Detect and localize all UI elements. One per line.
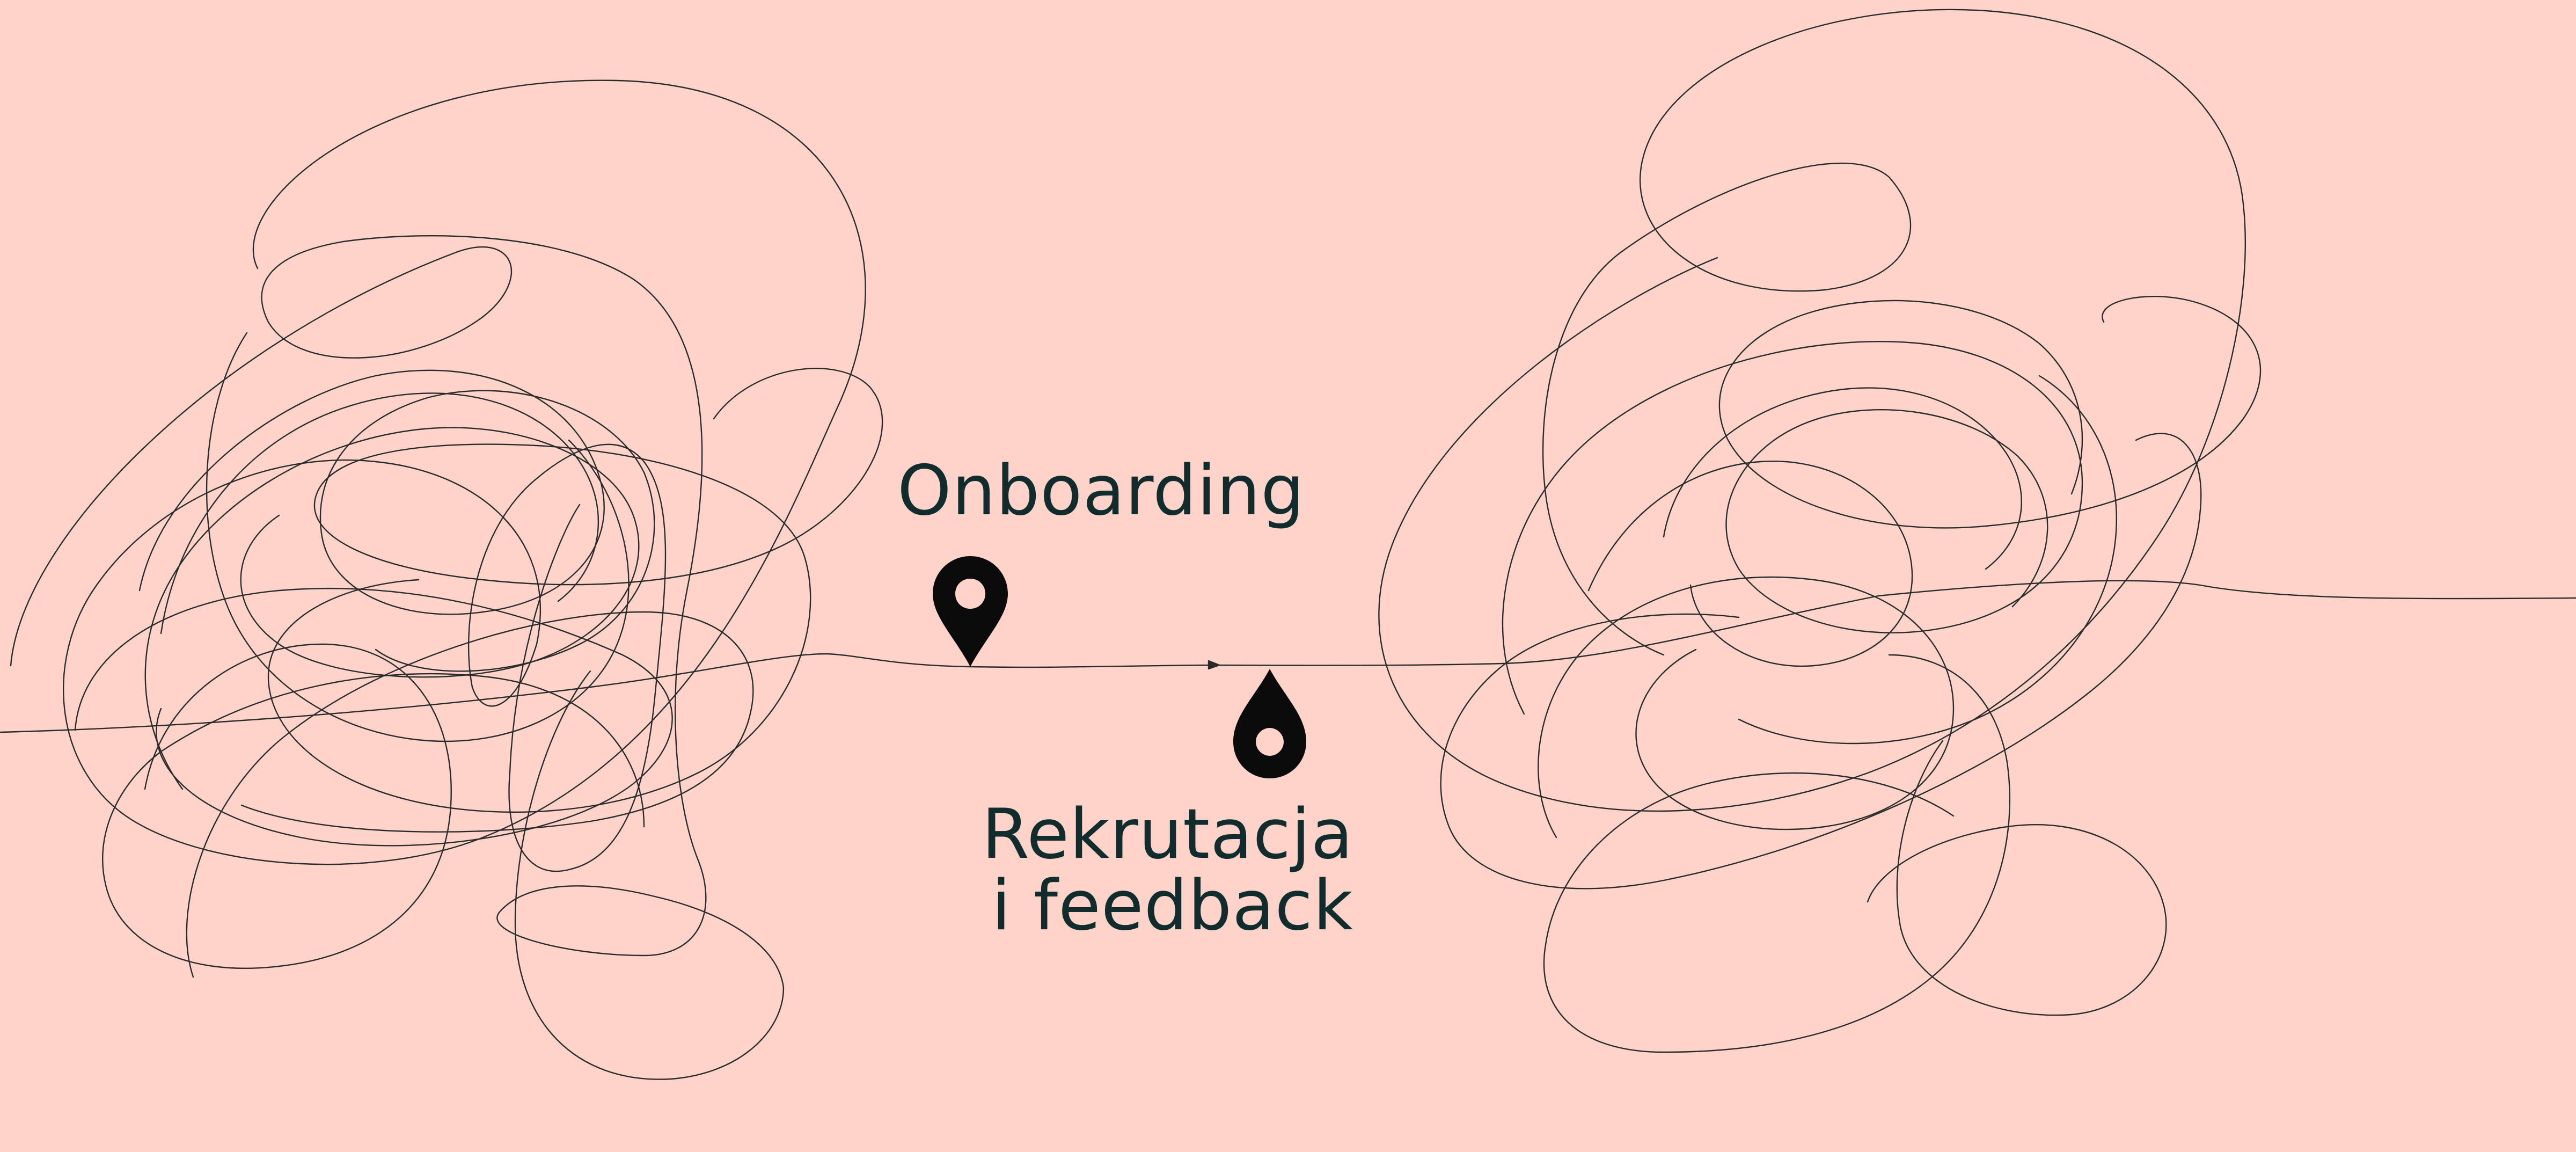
left-tangle-loop-1 [63, 79, 866, 872]
left-tangle-loop-3 [138, 369, 655, 672]
timeline-arrow [1208, 660, 1220, 670]
left-tangle-loop-2 [10, 235, 785, 1080]
milestone-label-line: i feedback [991, 866, 1353, 946]
right-tangle-loop-6 [1587, 460, 1913, 667]
left-tangle-loop-4 [267, 368, 883, 813]
milestone-label-recruitment: Rekrutacja i feedback [982, 799, 1353, 942]
right-tangle-loop-10 [1738, 375, 2117, 745]
location-pin-icon [933, 556, 1008, 669]
left-tangle-loop-9 [206, 332, 630, 742]
right-tangle-loop-9 [1663, 387, 2023, 570]
left-tangle-loop-6 [74, 587, 673, 847]
right-tangle-loop-3 [1718, 295, 2262, 529]
left-tangle-loop-5 [144, 427, 640, 790]
milestone-label-line: Rekrutacja [982, 794, 1353, 874]
milestone-label-line: Onboarding [897, 451, 1305, 531]
right-tangle-loop-7 [1543, 654, 2011, 1053]
timeline-line [0, 580, 2576, 733]
teardrop-pin-icon [1233, 669, 1306, 781]
milestone-label-onboarding: Onboarding [897, 455, 1305, 527]
left-tangle-loop-7 [102, 643, 645, 969]
left-tangle-loop-8 [186, 611, 754, 978]
right-tangle-loop-8 [1867, 740, 2167, 1016]
right-tangle-loop-4 [1440, 433, 2202, 889]
right-tangle-loop-2 [1502, 341, 2083, 715]
right-tangle-loop-1 [1378, 9, 2246, 812]
left-tangle-loop-10 [160, 392, 599, 635]
right-tangle-loop-5 [1538, 576, 1955, 839]
